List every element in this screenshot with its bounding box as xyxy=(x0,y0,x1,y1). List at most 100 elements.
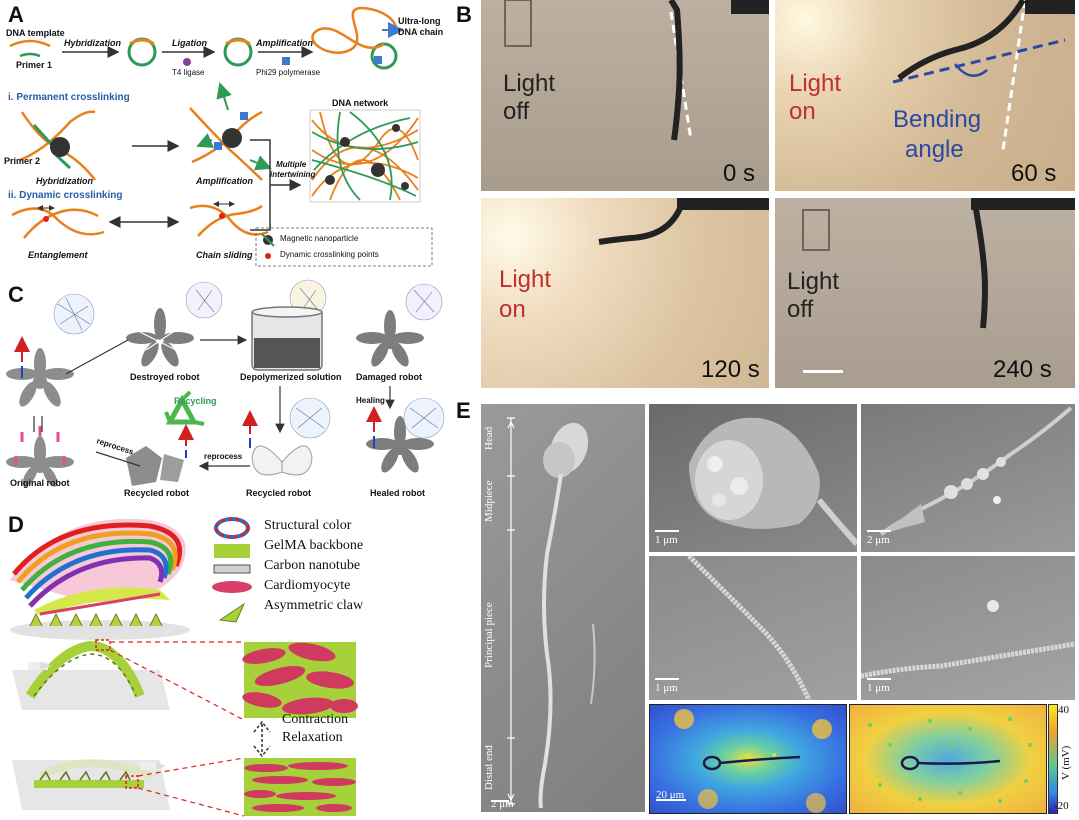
scale-bar-main xyxy=(491,800,509,802)
c-recycled1-label: Recycled robot xyxy=(124,488,190,498)
panel-e-label: E xyxy=(456,398,471,423)
panel-a-label: A xyxy=(8,2,24,27)
voltage-map-1: 20 μm xyxy=(649,704,847,814)
b-60s-light: Light xyxy=(789,70,842,97)
scale-bar-3 xyxy=(655,678,679,680)
dna-network-image xyxy=(309,109,421,203)
structural-color-icon xyxy=(214,517,250,539)
voltage-map-2 xyxy=(849,704,1047,814)
scale-bar-4 xyxy=(867,678,891,680)
sem-head-zoom: 1 μm xyxy=(649,404,857,552)
amplification-label: Amplification xyxy=(256,38,314,48)
colorbar-min-label: -20 xyxy=(1054,800,1069,812)
b-60s-state: on xyxy=(789,98,816,125)
dynamic-crosslinking-title: ii. Dynamic crosslinking xyxy=(8,190,123,201)
ultra-long-label: Ultra-long xyxy=(398,16,441,26)
d-legend-carbon: Carbon nanotube xyxy=(264,558,361,573)
damaged-robot-icon xyxy=(356,310,424,367)
scale-bar-5 xyxy=(656,799,686,801)
sem-whole-sperm: Head Midpiece Principal piece Distal end… xyxy=(481,404,645,812)
d-relaxation-label: Relaxation xyxy=(282,730,343,745)
c-recycling-label: Recycling xyxy=(174,396,217,406)
c-reprocess2-label: reprocess xyxy=(204,452,243,461)
beaker-icon xyxy=(251,306,323,371)
colorbar xyxy=(1048,704,1058,814)
b-240s-light: Light xyxy=(787,268,840,295)
e-seg-midpiece: Midpiece xyxy=(483,480,495,522)
colorbar-axis-label: V (mV) xyxy=(1060,745,1072,780)
legend-magnetic-label: Magnetic nanoparticle xyxy=(280,234,359,243)
b-240s-time: 240 s xyxy=(993,356,1052,383)
panel-a-diagram xyxy=(9,6,433,267)
b-120s-state: on xyxy=(499,296,526,323)
intertwining-label: intertwining xyxy=(270,170,316,179)
entanglement-label: Entanglement xyxy=(28,250,88,260)
hybridization2-label: Hybridization xyxy=(36,176,94,186)
panel-c-label: C xyxy=(8,282,24,307)
phi29-label: Phi29 polymerase xyxy=(256,68,321,77)
panel-b-label: B xyxy=(456,2,472,27)
healed-robot-icon xyxy=(366,416,434,473)
sem-midpiece-zoom: 2 μm xyxy=(861,404,1075,552)
b-120s-light: Light xyxy=(499,266,552,293)
b-60s-time: 60 s xyxy=(1011,160,1057,187)
d-contraction-label: Contraction xyxy=(282,712,349,727)
amplification2-label: Amplification xyxy=(196,176,254,186)
dna-template-label: DNA template xyxy=(6,28,65,38)
ultra-long-chain xyxy=(311,6,398,54)
scale-label-main: 2 μm xyxy=(491,798,514,810)
panel-c-diagram xyxy=(6,279,445,487)
structural-color-robot xyxy=(10,518,190,640)
b-60s-angle: angle xyxy=(905,136,964,163)
photo-b-60s: Light on Bending angle 60 s xyxy=(775,0,1075,191)
original-robot-icon xyxy=(6,348,74,407)
panel-a-legend xyxy=(255,227,433,267)
scale-label-1: 1 μm xyxy=(655,534,678,546)
bracket xyxy=(250,139,300,231)
cardiomyocyte-icon xyxy=(212,581,252,593)
b-0s-state: off xyxy=(503,98,530,125)
magnetic-nanoparticle-a1 xyxy=(50,137,70,157)
carbon-nanotube-icon xyxy=(213,564,251,574)
t4-ligase-label: T4 ligase xyxy=(172,68,205,77)
multiple-label: Multiple xyxy=(276,160,307,169)
photo-b-120s: Light on 120 s xyxy=(481,198,769,388)
e-seg-principal: Principal piece xyxy=(483,602,495,668)
primer2-label: Primer 2 xyxy=(4,156,41,166)
d-legend-structural: Structural color xyxy=(264,518,352,533)
c-healed-label: Healed robot xyxy=(370,488,426,498)
contraction-relaxation-arrow xyxy=(253,720,271,758)
chain-sliding-label: Chain sliding xyxy=(196,250,253,260)
c-recycled2-label: Recycled robot xyxy=(246,488,312,498)
c-network-bubbles xyxy=(53,279,445,439)
magnetic-nanoparticle-a2 xyxy=(222,128,242,148)
phi29-icon xyxy=(282,57,290,65)
scale-label-2: 2 μm xyxy=(867,534,890,546)
photo-b-240s: Light off 240 s xyxy=(775,198,1075,388)
panel-d-label: D xyxy=(8,512,24,537)
cardiomyocyte-contracted-image xyxy=(242,642,358,718)
ligation-label: Ligation xyxy=(172,38,207,48)
c-healing-label: Healing xyxy=(356,396,385,405)
recycled-robot-2-icon xyxy=(251,445,313,476)
photo-b-0s: Light off 0 s xyxy=(481,0,769,191)
contraction-robot xyxy=(12,639,170,710)
asymmetric-claw-icon xyxy=(218,602,246,623)
c-destroyed-label: Destroyed robot xyxy=(130,372,200,382)
t4-ligase-icon xyxy=(183,58,191,66)
cardiomyocyte-relaxed-image xyxy=(244,758,356,816)
scale-label-3: 1 μm xyxy=(655,682,678,694)
panel-d-diagram xyxy=(10,517,358,817)
dna-network-label: DNA network xyxy=(332,98,389,108)
b-0s-light: Light xyxy=(503,70,556,97)
d-legend-claw: Asymmetric claw xyxy=(264,598,364,613)
sem-distal-zoom: 1 μm xyxy=(861,556,1075,700)
c-damaged-label: Damaged robot xyxy=(356,372,423,382)
dna-chain-label: DNA chain xyxy=(398,27,444,37)
scale-label-4: 1 μm xyxy=(867,682,890,694)
b-60s-bending: Bending xyxy=(893,106,982,133)
legend-dynamic-label: Dynamic crosslinking points xyxy=(280,250,379,259)
gelma-icon xyxy=(214,544,250,558)
scale-bar-1 xyxy=(655,530,679,532)
b-240s-state: off xyxy=(787,296,814,323)
